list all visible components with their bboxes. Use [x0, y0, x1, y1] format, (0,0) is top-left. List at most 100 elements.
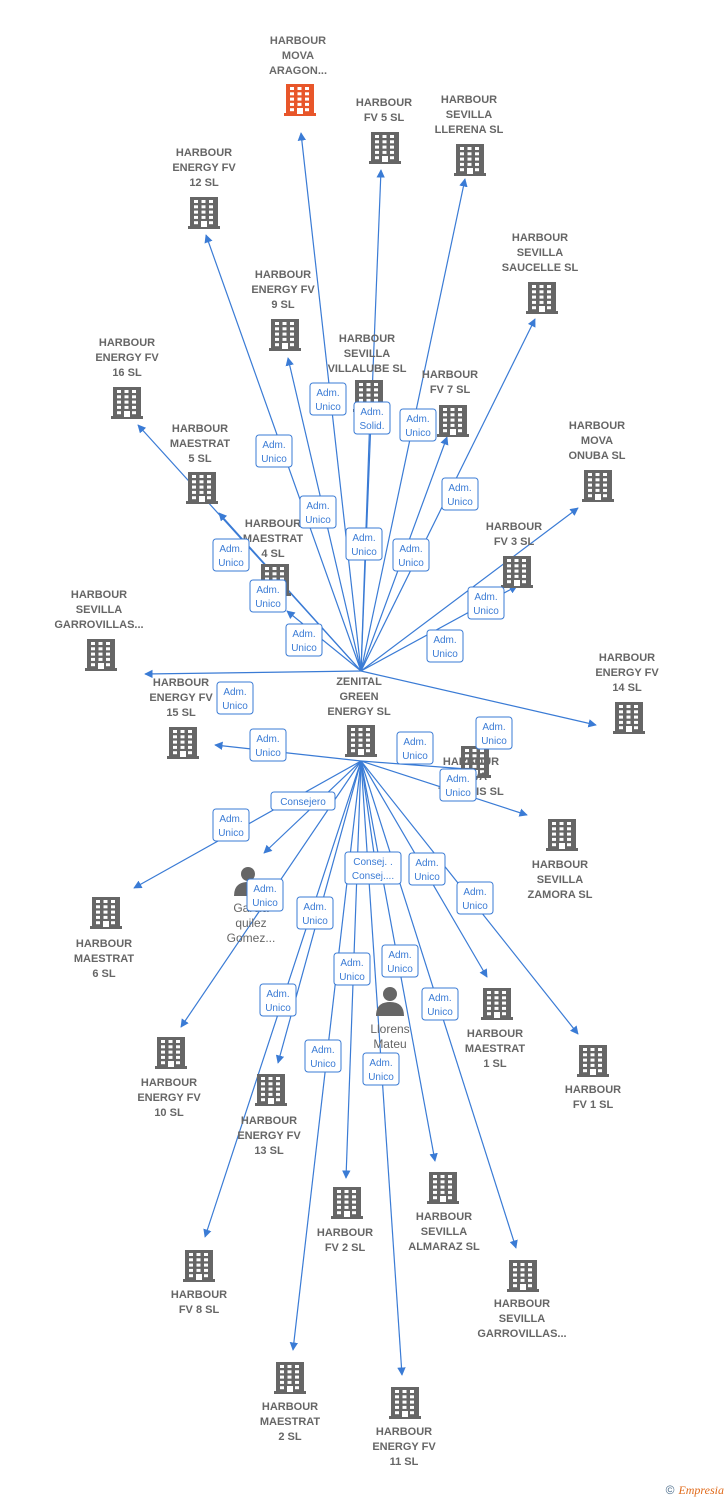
edge-label-almaraz[interactable]: Adm.Unico	[381, 944, 419, 978]
node-label-line: HARBOUR	[565, 1084, 621, 1096]
edge-label-fv1[interactable]: Adm.Unico	[456, 881, 494, 915]
edge-label-box	[249, 579, 287, 613]
building-icon	[186, 472, 218, 504]
brand-logo[interactable]: Empresia	[678, 1483, 724, 1497]
edge-label-line: Unico	[222, 701, 248, 712]
edge-label-onuba[interactable]: Adm.Unico	[467, 586, 505, 620]
edge-label-text: Adm.Unico	[368, 1058, 394, 1083]
building-icon	[437, 405, 469, 437]
edge-label-garrovillas1[interactable]: Adm.Unico	[216, 681, 254, 715]
edge-label-maestrat2[interactable]: Adm.Unico	[304, 1039, 342, 1073]
node-label-line: SEVILLA	[446, 109, 493, 121]
building-icon	[167, 727, 199, 759]
edge-label-garrovillas2[interactable]: Adm.Unico	[421, 987, 459, 1021]
edge-label-fv7[interactable]: Adm.Unico	[392, 538, 430, 572]
edge-label-mova_aragon[interactable]: Adm.Unico	[309, 382, 347, 416]
edge-label-box	[353, 401, 391, 435]
edge-label-text: Adm.Unico	[462, 887, 488, 912]
edge-label-efv14[interactable]: Adm.Unico	[475, 716, 513, 750]
building-icon	[507, 1260, 539, 1292]
edge-label-llerena[interactable]: Adm.Unico	[399, 408, 437, 442]
edge-label-saucelle[interactable]: Adm.Unico	[441, 477, 479, 511]
node-label-line: GARROVILLAS...	[54, 619, 143, 631]
edge-label-text: Adm.Unico	[305, 501, 331, 526]
edge-label-text: Adm.Unico	[302, 902, 328, 927]
edge-label-text: Adm.Solid.	[359, 407, 384, 432]
edge-label-line: Unico	[252, 898, 278, 909]
edge-label-maestrat5[interactable]: Adm.Unico	[249, 579, 287, 613]
edge-label-fv5[interactable]: Adm.Solid.	[353, 401, 391, 435]
node-label-line: 10 SL	[154, 1107, 184, 1119]
edge-label-box	[249, 728, 287, 762]
edge-label-text: Consejero	[280, 797, 326, 808]
edge-label-line: Unico	[291, 643, 317, 654]
edge-label-line: Unico	[255, 748, 281, 759]
edge-label-efv13[interactable]: Adm.Unico	[296, 896, 334, 930]
node-label-line: 9 SL	[271, 299, 295, 311]
edge-label-line: Adm.	[292, 629, 315, 640]
edge-label-efv9[interactable]: Adm.Unico	[299, 495, 337, 529]
edge-label-box	[299, 495, 337, 529]
edge-label-efv12[interactable]: Adm.Unico	[255, 434, 293, 468]
node-label-line: ENERGY FV	[95, 352, 159, 364]
edge-label-fv3[interactable]: Adm.Unico	[426, 629, 464, 663]
edge-label-maestrat6[interactable]: Adm.Unico	[212, 808, 250, 842]
node-label-line: HARBOUR	[532, 859, 588, 871]
edge-label-efv16[interactable]: Adm.Unico	[212, 538, 250, 572]
edge-label-fv8[interactable]: Adm.Unico	[259, 983, 297, 1017]
footer-credit: ©Empresia	[666, 1483, 724, 1498]
edge-label-tharsis[interactable]: Adm.Unico	[396, 731, 434, 765]
node-label-line: FV 5 SL	[364, 112, 405, 124]
edge-label-line: Adm.	[316, 388, 339, 399]
edge-label-maestrat1[interactable]: Adm.Unico	[408, 852, 446, 886]
edge-label-garcia[interactable]: Consejero	[270, 791, 336, 811]
center-label-line: ZENITAL	[336, 676, 382, 688]
node-label-line: HARBOUR	[176, 147, 232, 159]
edge-label-efv11[interactable]: Adm.Unico	[362, 1052, 400, 1086]
edge-label-fv2[interactable]: Adm.Unico	[333, 952, 371, 986]
edge-label-efv10[interactable]: Adm.Unico	[246, 878, 284, 912]
building-icon	[274, 1362, 306, 1394]
edge-line-maestrat4	[286, 610, 362, 672]
edge-label-villalube[interactable]: Adm.Unico	[345, 527, 383, 561]
node-label-line: HARBOUR	[71, 589, 127, 601]
edge-label-llorens[interactable]: Consej. .Consej....	[344, 851, 402, 885]
edge-label-maestrat4[interactable]: Adm. Unico	[285, 623, 323, 657]
node-label-line: quilez	[235, 916, 266, 930]
edge-label-line: Adm.	[262, 440, 285, 451]
node-label-line: MAESTRAT	[74, 953, 135, 965]
edge-label-efv15[interactable]: Adm.Unico	[249, 728, 287, 762]
edge-label-zamora[interactable]: Adm.Unico	[439, 768, 477, 802]
